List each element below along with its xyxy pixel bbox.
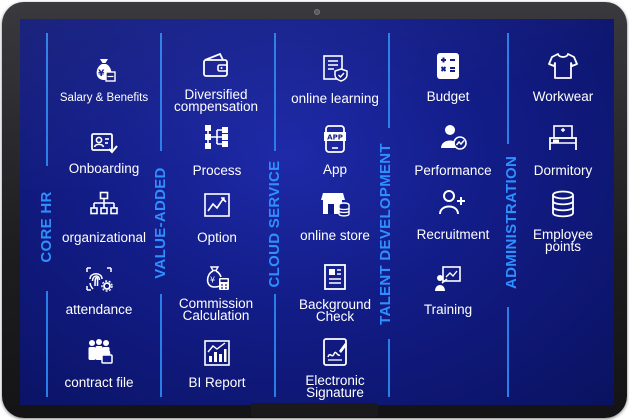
mobile-app-icon: APP xyxy=(324,125,346,153)
online-learning-item[interactable]: online learning xyxy=(280,53,390,105)
online-learning-label: online learning xyxy=(291,91,379,106)
bi-report-item[interactable]: BI Report xyxy=(177,338,257,389)
money-bag-calculator-icon: ¥ xyxy=(206,266,229,290)
attendance-label: attendance xyxy=(65,302,133,317)
commission-calculation-label: Commission Calculation xyxy=(168,296,264,323)
salary-benefits-label: Salary & Benefits xyxy=(59,92,149,104)
monitor-stand-tab xyxy=(251,403,378,417)
option-item[interactable]: Option xyxy=(177,190,257,244)
employee-line-1: Employee xyxy=(532,227,594,242)
onboarding-label: Onboarding xyxy=(68,161,140,176)
contract-file-item[interactable]: contract file xyxy=(54,336,144,389)
profile-document-icon xyxy=(324,264,346,290)
diversified-compensation-label: Diversified compensation xyxy=(168,87,264,114)
budget-label: Budget xyxy=(426,89,470,104)
online-store-label: online store xyxy=(300,228,370,243)
svg-text:APP: APP xyxy=(327,133,343,141)
divider-admin-bottom xyxy=(507,307,509,397)
diversified-line-1: Diversified xyxy=(184,87,248,102)
person-chart-icon xyxy=(441,125,467,150)
training-label: Training xyxy=(423,302,473,317)
svg-text:¥: ¥ xyxy=(210,276,215,285)
dormitory-label: Dormitory xyxy=(533,163,593,178)
database-icon xyxy=(552,190,574,218)
online-store-item[interactable]: online store xyxy=(286,189,384,242)
app-label: App xyxy=(322,162,348,177)
background-line-1: Background xyxy=(298,297,372,312)
esign-line-1: Electronic xyxy=(305,373,365,388)
process-flow-icon xyxy=(205,125,228,149)
category-administration: ADMINISTRATION xyxy=(503,155,520,289)
electronic-signature-item[interactable]: Electronic Signature xyxy=(282,337,388,399)
divider-core-hr-top xyxy=(46,33,48,166)
money-bag-icon: ¥ xyxy=(96,59,116,82)
camera-dot xyxy=(314,9,320,15)
bi-report-label: BI Report xyxy=(188,375,246,390)
commission-calculation-item[interactable]: ¥ Commission Calculation xyxy=(166,263,266,322)
diversified-line-2: compensation xyxy=(173,99,259,114)
workwear-item[interactable]: Workwear xyxy=(523,51,603,103)
dormitory-item[interactable]: Dormitory xyxy=(523,123,603,177)
budget-item[interactable]: Budget xyxy=(408,51,488,103)
workwear-label: Workwear xyxy=(532,89,594,104)
employee-line-2: points xyxy=(544,239,582,254)
svg-text:¥: ¥ xyxy=(98,69,105,79)
background-check-item[interactable]: Background Check xyxy=(282,262,388,323)
id-card-check-icon xyxy=(91,133,118,154)
diversified-compensation-item[interactable]: Diversified compensation xyxy=(166,51,266,113)
app-item[interactable]: APP App xyxy=(296,124,374,176)
tablet-signature-icon xyxy=(323,338,347,366)
divider-cloud-top xyxy=(274,33,276,151)
process-item[interactable]: Process xyxy=(177,122,257,177)
recruitment-label: Recruitment xyxy=(416,227,490,242)
trend-chart-icon xyxy=(204,193,230,217)
document-shield-icon xyxy=(323,55,348,82)
store-coins-icon xyxy=(321,193,350,217)
commission-line-1: Commission xyxy=(178,296,254,311)
fingerprint-gear-icon xyxy=(86,267,113,292)
screen: CORE HR VALUE-ADDED CLOUD SERVICE TALENT… xyxy=(20,19,614,405)
bed-icon xyxy=(549,125,577,150)
divider-talent-bottom xyxy=(388,339,390,397)
organizational-label: organizational xyxy=(61,230,147,245)
salary-benefits-item[interactable]: ¥ Salary & Benefits xyxy=(54,55,154,104)
divider-core-hr-bottom xyxy=(46,291,48,397)
shirt-icon xyxy=(548,53,578,79)
process-label: Process xyxy=(192,163,242,178)
employee-points-label: Employee points xyxy=(515,227,611,254)
divider-admin-top xyxy=(507,33,509,144)
add-person-icon xyxy=(439,190,465,215)
teacher-board-icon xyxy=(435,266,461,291)
divider-cloud-bottom xyxy=(274,294,276,397)
divider-value-added-bottom xyxy=(160,294,162,397)
background-line-2: Check xyxy=(315,309,355,324)
training-item[interactable]: Training xyxy=(408,264,488,316)
divider-value-added-top xyxy=(160,33,162,151)
divider-talent-top xyxy=(388,33,390,128)
org-chart-icon xyxy=(90,191,118,215)
onboarding-item[interactable]: Onboarding xyxy=(64,127,144,175)
organizational-item[interactable]: organizational xyxy=(49,190,159,244)
performance-label: Performance xyxy=(414,163,492,178)
people-lock-icon xyxy=(88,339,113,364)
background-check-label: Background Check xyxy=(287,297,383,324)
commission-line-2: Calculation xyxy=(182,308,250,323)
wallet-icon xyxy=(203,52,228,77)
attendance-item[interactable]: attendance xyxy=(59,264,139,316)
option-label: Option xyxy=(197,230,237,245)
contract-file-label: contract file xyxy=(64,375,134,390)
performance-item[interactable]: Performance xyxy=(405,122,501,177)
employee-points-item[interactable]: Employee points xyxy=(523,189,603,253)
recruitment-item[interactable]: Recruitment xyxy=(405,187,501,241)
report-chart-icon xyxy=(204,340,230,366)
esign-line-2: Signature xyxy=(306,385,364,400)
electronic-signature-label: Electronic Signature xyxy=(287,373,383,400)
calculator-icon xyxy=(437,53,459,79)
